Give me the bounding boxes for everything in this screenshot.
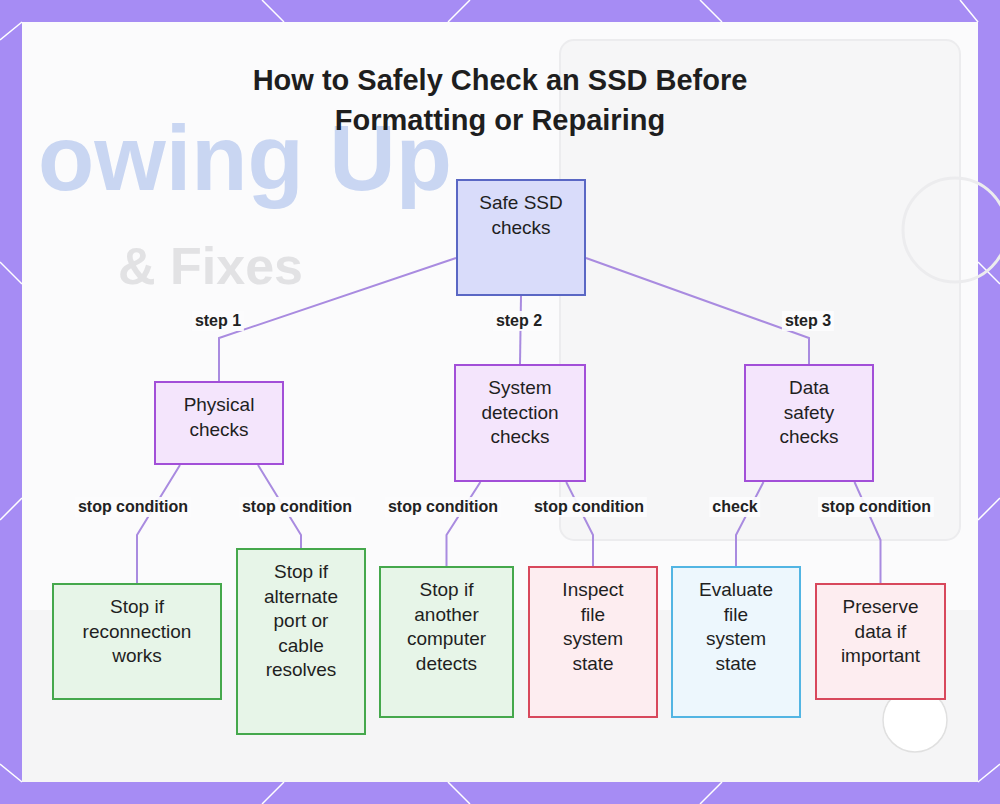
white-panel bbox=[22, 22, 978, 782]
edge-label: check bbox=[709, 497, 760, 517]
edge-label: step 2 bbox=[493, 311, 545, 331]
connector-line bbox=[736, 482, 764, 566]
process-box: Evaluate file system state bbox=[671, 566, 801, 718]
edge-label: stop condition bbox=[531, 497, 647, 517]
frame-line bbox=[700, 782, 722, 804]
connector-line bbox=[566, 482, 593, 566]
process-box: System detection checks bbox=[454, 364, 586, 482]
box-label: Stop if another computer detects bbox=[393, 578, 500, 676]
process-box: Safe SSD checks bbox=[456, 179, 586, 296]
process-box: Data safety checks bbox=[744, 364, 874, 482]
process-box: Stop if another computer detects bbox=[379, 566, 514, 718]
connector-line bbox=[219, 258, 456, 381]
connector-line bbox=[586, 258, 809, 364]
frame-line bbox=[978, 498, 1000, 520]
edge-label: stop condition bbox=[239, 497, 355, 517]
box-label: Safe SSD checks bbox=[470, 191, 572, 240]
connector-line bbox=[447, 482, 481, 566]
process-box: Stop if reconnection works bbox=[52, 583, 222, 700]
box-label: Evaluate file system state bbox=[697, 578, 775, 676]
box-label: Preserve data if important bbox=[833, 595, 928, 669]
box-label: System detection checks bbox=[468, 376, 572, 450]
frame-line bbox=[960, 0, 978, 22]
process-box: Stop if alternate port or cable resolves bbox=[236, 548, 366, 735]
frame-line bbox=[262, 0, 284, 22]
title-block: How to Safely Check an SSD Before Format… bbox=[200, 60, 800, 140]
frame-line bbox=[0, 22, 22, 40]
frame-line bbox=[978, 262, 1000, 284]
frame-line bbox=[262, 782, 284, 804]
process-box: Inspect file system state bbox=[528, 566, 658, 718]
edge-label: stop condition bbox=[75, 497, 191, 517]
process-box: Physical checks bbox=[154, 381, 284, 465]
edge-label: step 3 bbox=[782, 311, 834, 331]
box-label: Stop if reconnection works bbox=[66, 595, 208, 669]
diagram-title: How to Safely Check an SSD Before Format… bbox=[200, 60, 800, 140]
box-label: Stop if alternate port or cable resolves bbox=[250, 560, 352, 683]
frame-line bbox=[448, 782, 470, 804]
edge-label: stop condition bbox=[818, 497, 934, 517]
box-label: Data safety checks bbox=[768, 376, 850, 450]
box-label: Physical checks bbox=[168, 393, 270, 442]
frame-line bbox=[978, 764, 1000, 782]
frame-line bbox=[0, 262, 22, 284]
connector-line bbox=[137, 465, 180, 583]
edge-label: stop condition bbox=[385, 497, 501, 517]
frame-line bbox=[0, 764, 22, 782]
frame-line bbox=[448, 0, 470, 22]
box-label: Inspect file system state bbox=[554, 578, 632, 676]
watermark-text: & Fixes bbox=[118, 240, 303, 292]
edge-label: step 1 bbox=[192, 311, 244, 331]
frame-line bbox=[0, 498, 22, 520]
frame-line bbox=[700, 0, 722, 22]
faded-logo bbox=[903, 178, 1000, 282]
process-box: Preserve data if important bbox=[815, 583, 946, 700]
